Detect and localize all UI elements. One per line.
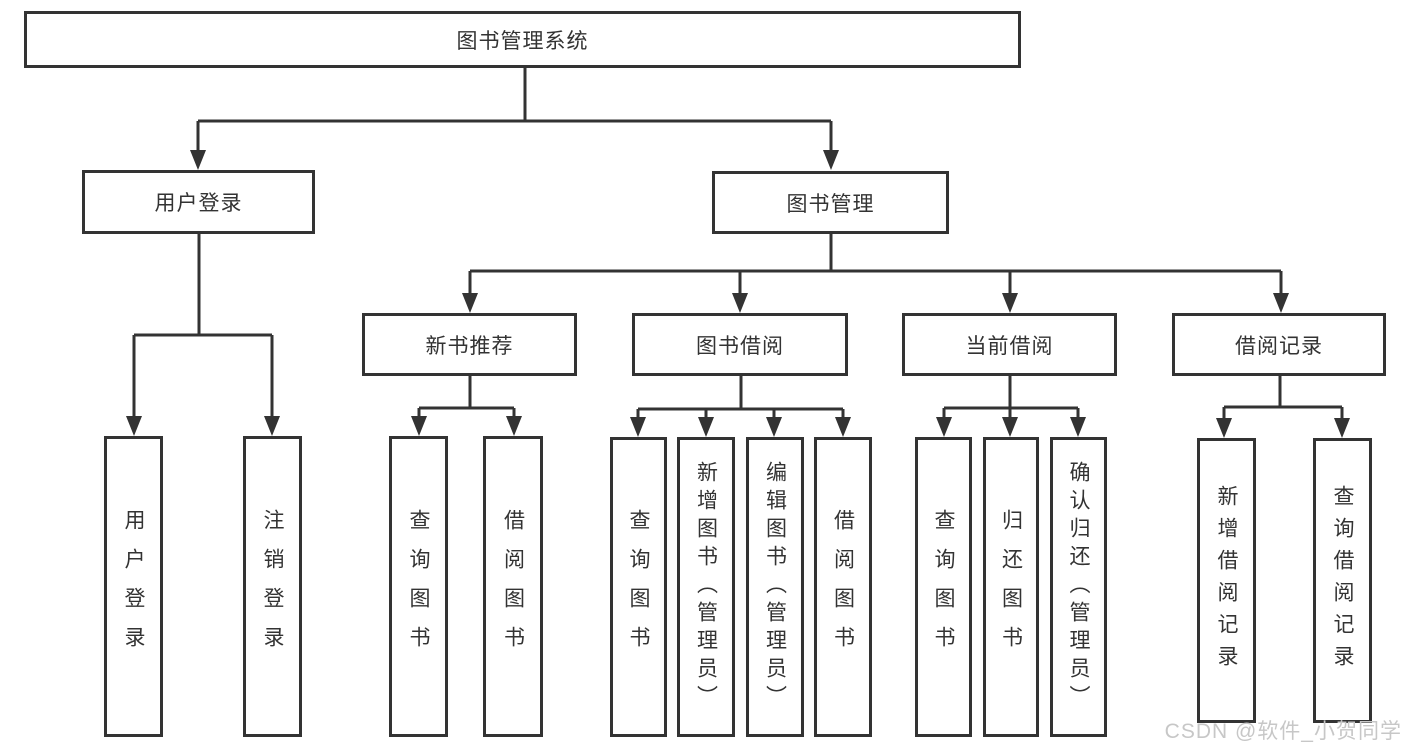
leaf-query-borrow-record: 查询借阅记录 xyxy=(1313,438,1372,723)
node-new-book-recommend: 新书推荐 xyxy=(362,313,577,376)
leaf-edit-book-admin: 编辑图书（管理员） xyxy=(746,437,804,737)
connector-book-mgmt-children xyxy=(468,234,1283,296)
leaf-add-book-admin: 新增图书（管理员） xyxy=(677,437,735,737)
connector-borrow-children xyxy=(636,376,845,420)
leaf-user-login: 用户登录 xyxy=(104,436,163,737)
leaf-return-book: 归还图书 xyxy=(983,437,1039,737)
csdn-watermark: CSDN @软件_小贺同学 xyxy=(1164,720,1402,743)
node-current-borrow: 当前借阅 xyxy=(902,313,1117,376)
leaf-query-books-1: 查询图书 xyxy=(389,436,448,737)
leaf-borrow-books-1: 借阅图书 xyxy=(483,436,543,737)
leaf-add-borrow-record: 新增借阅记录 xyxy=(1197,438,1256,723)
connector-root-to-level2 xyxy=(196,68,833,153)
leaf-borrow-books-2: 借阅图书 xyxy=(814,437,872,737)
node-user-login: 用户登录 xyxy=(82,170,315,234)
connector-user-login-children xyxy=(132,234,274,418)
leaf-query-books-2: 查询图书 xyxy=(610,437,667,737)
node-borrow-records: 借阅记录 xyxy=(1172,313,1386,376)
connector-new-rec-children xyxy=(417,376,516,419)
node-book-borrow: 图书借阅 xyxy=(632,313,848,376)
arrowheads xyxy=(126,150,1350,438)
leaf-logout: 注销登录 xyxy=(243,436,302,737)
leaf-query-books-3: 查询图书 xyxy=(915,437,972,737)
connector-current-children xyxy=(942,376,1080,420)
leaf-confirm-return-admin: 确认归还（管理员） xyxy=(1050,437,1107,737)
node-system-root: 图书管理系统 xyxy=(24,11,1021,68)
node-book-management: 图书管理 xyxy=(712,171,949,234)
connector-records-children xyxy=(1222,376,1344,421)
